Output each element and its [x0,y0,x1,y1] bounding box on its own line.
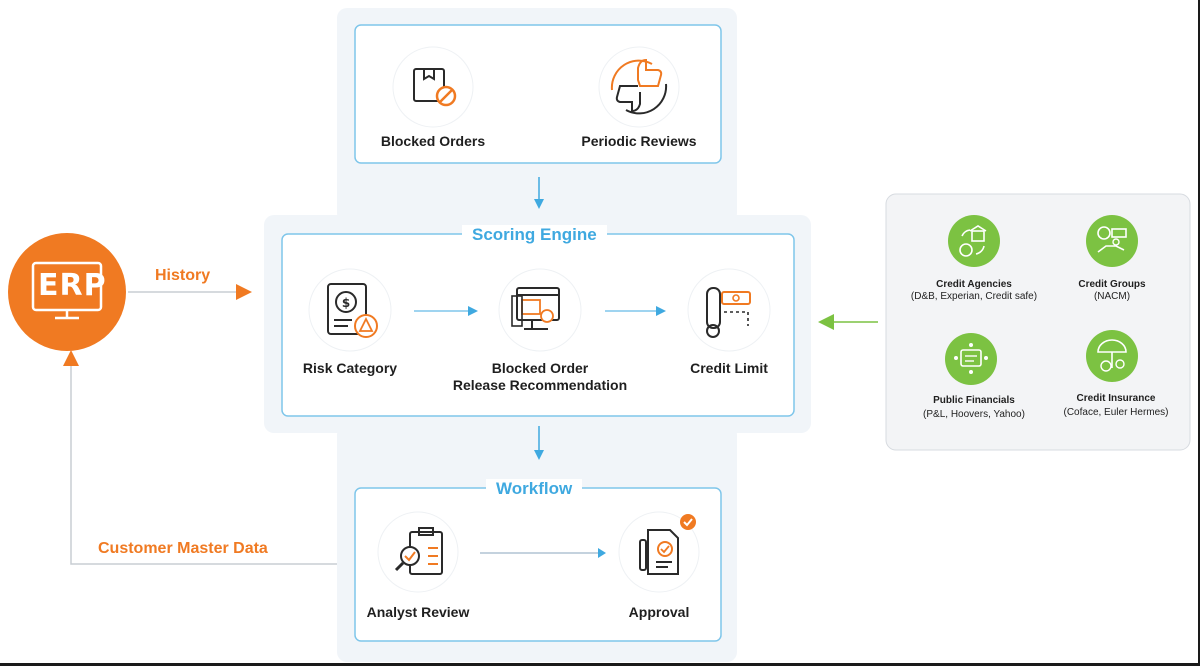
release-recommendation-icon [498,268,582,352]
blocked-orders-icon [392,46,474,128]
master-data-arrow-head [63,350,79,366]
credit-insurance-sub: (Coface, Euler Hermes) [1063,407,1169,418]
approval-label: Approval [628,604,690,620]
public-financials-icon [945,333,997,385]
periodic-reviews-label: Periodic Reviews [581,133,697,149]
credit-agencies-label: Credit Agencies [936,279,1012,290]
customer-master-data-label: Customer Master Data [98,540,268,557]
analyst-review-label: Analyst Review [366,604,470,620]
scoring-engine-title: Scoring Engine [462,225,607,245]
credit-insurance-label: Credit Insurance [1076,393,1156,404]
credit-insurance-icon [1086,330,1138,382]
release-recommendation-label: Blocked Order Release Recommendation [440,360,640,394]
public-financials-label: Public Financials [933,395,1015,406]
history-arrow-head [236,284,252,300]
public-financials-sub: (P&L, Hoovers, Yahoo) [923,409,1025,420]
workflow-title: Workflow [486,479,583,499]
credit-agencies-icon [948,215,1000,267]
risk-category-icon: $ [308,268,392,352]
release-recommendation-line2: Release Recommendation [452,377,628,393]
arrow-head-analyst-to-approval [598,548,606,558]
credit-agencies-sub: (D&B, Experian, Credit safe) [910,291,1038,302]
sources-arrow-head [818,314,834,330]
periodic-reviews-icon [598,46,680,128]
erp-label: ERP [38,268,107,303]
credit-limit-icon [687,268,771,352]
credit-groups-label: Credit Groups [1078,279,1146,290]
history-label: History [155,267,211,284]
analyst-review-icon [377,511,459,593]
credit-groups-icon [1086,215,1138,267]
credit-limit-label: Credit Limit [690,360,768,376]
master-data-line [70,364,337,565]
svg-text:$: $ [342,296,350,310]
credit-groups-sub: (NACM) [1093,291,1131,302]
release-recommendation-line1: Blocked Order [491,360,589,376]
approval-icon [618,511,700,593]
blocked-orders-label: Blocked Orders [380,133,486,149]
risk-category-label: Risk Category [302,360,398,376]
